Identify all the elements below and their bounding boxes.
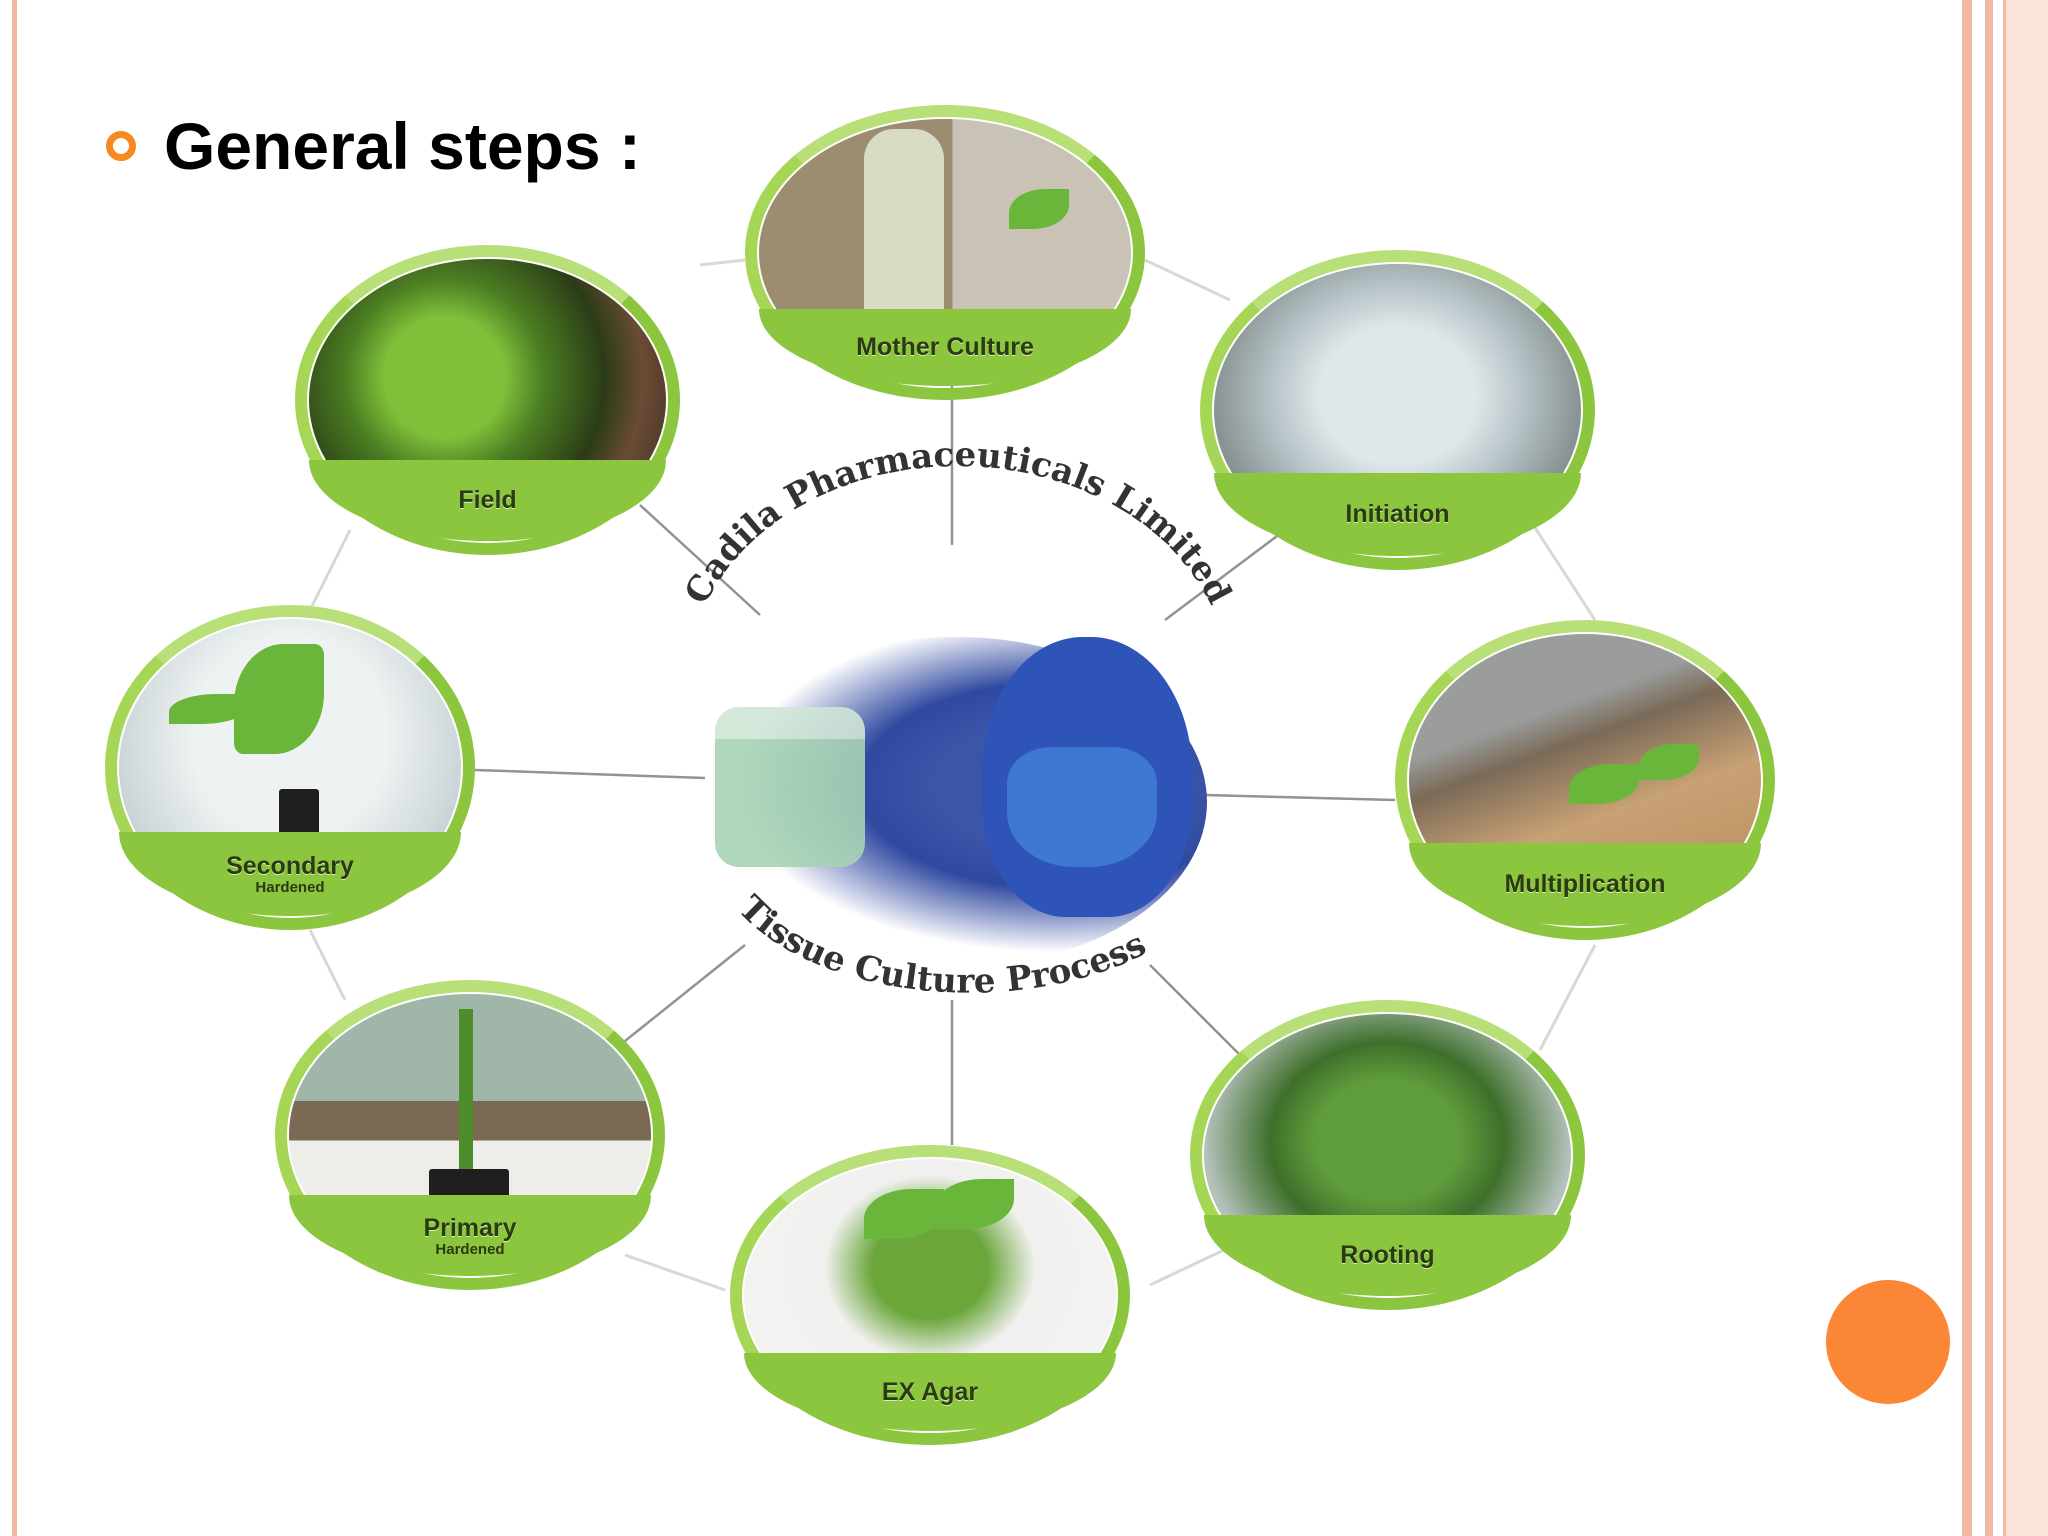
company-name-text: Cadila Pharmaceuticals Limited <box>677 435 1239 611</box>
step-label: EX Agar <box>881 1377 979 1406</box>
step-label: Mother Culture <box>856 333 1034 362</box>
step-ex-agar: EX Agar <box>730 1145 1130 1445</box>
slide-frame-right-stripe <box>1962 0 1972 1536</box>
center-image <box>707 617 1207 997</box>
slide-heading: General steps : <box>106 108 641 184</box>
step-label: Rooting <box>1340 1241 1435 1270</box>
step-label: Field <box>458 486 517 515</box>
step-sublabel: Hardened <box>255 878 325 896</box>
step-label: Primary <box>423 1213 517 1242</box>
heading-text: General steps : <box>164 109 641 183</box>
ring-bullet-icon <box>106 131 136 161</box>
step-rooting: Rooting <box>1190 1000 1585 1310</box>
slide-frame-right-band <box>2003 0 2048 1536</box>
worker-mask <box>1007 747 1157 867</box>
process-title-text: Tissue Culture Process <box>731 888 1153 1002</box>
step-label: Secondary <box>226 851 354 880</box>
slide-frame-left <box>12 0 17 1536</box>
step-label: Initiation <box>1345 499 1450 528</box>
slide-frame-right-stripe <box>1985 0 1993 1536</box>
step-sublabel: Hardened <box>435 1240 505 1258</box>
step-label: Multiplication <box>1504 869 1666 898</box>
decorative-orange-circle <box>1826 1280 1950 1404</box>
step-secondary-hardened: Secondary Hardened <box>105 605 475 930</box>
culture-jar <box>715 707 865 867</box>
